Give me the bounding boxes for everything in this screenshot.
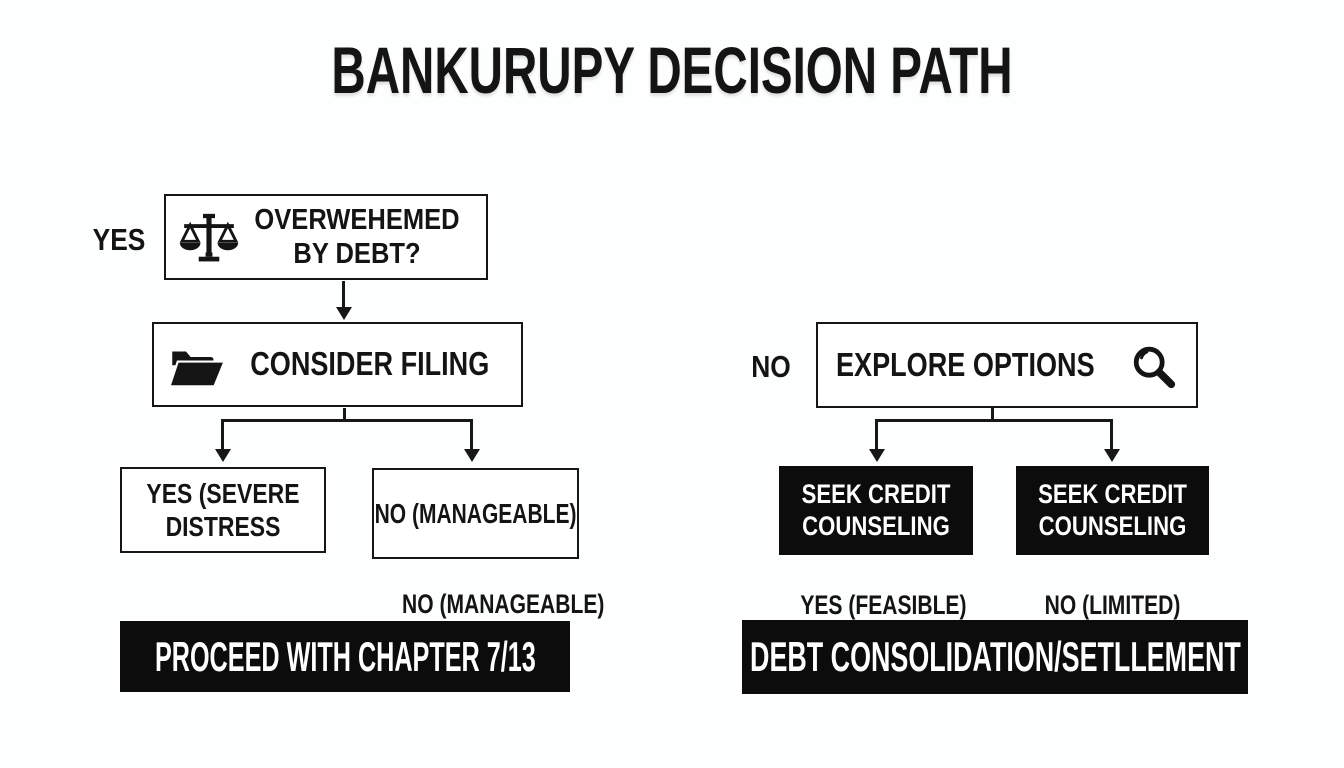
page-title: BANKURUPY DECISION PATH xyxy=(0,32,1344,110)
caption-yes-feasible: YES (FEASIBLE) xyxy=(800,590,967,620)
connector-line xyxy=(991,408,994,422)
caption-no-manageable: NO (MANAGEABLE) xyxy=(402,589,605,619)
connector-line xyxy=(470,419,473,450)
connector-line xyxy=(343,408,346,422)
connector-line xyxy=(1110,419,1113,450)
magnifier-icon xyxy=(1129,342,1179,392)
outcome-label: PROCEED WITH CHAPTER 7/13 xyxy=(154,632,536,680)
branch-label-no: NO xyxy=(751,349,791,384)
connector-line xyxy=(875,419,1113,422)
option-node-credit-counseling-left: SEEK CREDIT COUNSELING xyxy=(779,466,973,555)
option-label: SEEK CREDIT COUNSELING xyxy=(1038,478,1187,541)
caption-no-limited: NO (LIMITED) xyxy=(1044,590,1181,620)
option-label: YES (SEVERE DISTRESS xyxy=(146,477,300,542)
page-title-text: BANKURUPY DECISION PATH xyxy=(331,33,1013,107)
option-node-credit-counseling-right: SEEK CREDIT COUNSELING xyxy=(1016,466,1209,555)
option-label: SEEK CREDIT COUNSELING xyxy=(801,478,951,541)
connector-line xyxy=(875,419,878,450)
flow-arrowhead xyxy=(336,307,352,320)
open-folder-icon xyxy=(167,346,227,390)
outcome-node-proceed-chapter: PROCEED WITH CHAPTER 7/13 xyxy=(120,621,570,692)
branch-label-yes: YES xyxy=(92,222,146,257)
node-explore-options: EXPLORE OPTIONS xyxy=(816,322,1198,408)
flow-arrowhead xyxy=(869,449,885,462)
connector-line xyxy=(221,419,224,450)
node-overwhelmed-by-debt: OVERWEHEMED BY DEBT? xyxy=(164,194,488,280)
option-label: NO (MANAGEABLE) xyxy=(374,497,577,529)
flow-arrowhead xyxy=(215,449,231,462)
option-node-severe-distress: YES (SEVERE DISTRESS xyxy=(120,467,326,553)
scales-of-justice-icon xyxy=(179,211,239,263)
connector-line xyxy=(221,419,473,422)
outcome-label: DEBT CONSOLIDATION/SETLLEMENT xyxy=(749,633,1241,681)
node-label: CONSIDER FILING xyxy=(249,345,490,383)
flow-arrowhead xyxy=(1104,449,1120,462)
flow-arrowhead xyxy=(464,449,480,462)
outcome-node-debt-consolidation: DEBT CONSOLIDATION/SETLLEMENT xyxy=(742,620,1248,694)
node-label: OVERWEHEMED BY DEBT? xyxy=(254,203,460,270)
option-node-manageable: NO (MANAGEABLE) xyxy=(372,468,579,559)
connector-line xyxy=(342,281,345,309)
node-consider-filing: CONSIDER FILING xyxy=(152,322,523,407)
node-label: EXPLORE OPTIONS xyxy=(836,345,1095,383)
